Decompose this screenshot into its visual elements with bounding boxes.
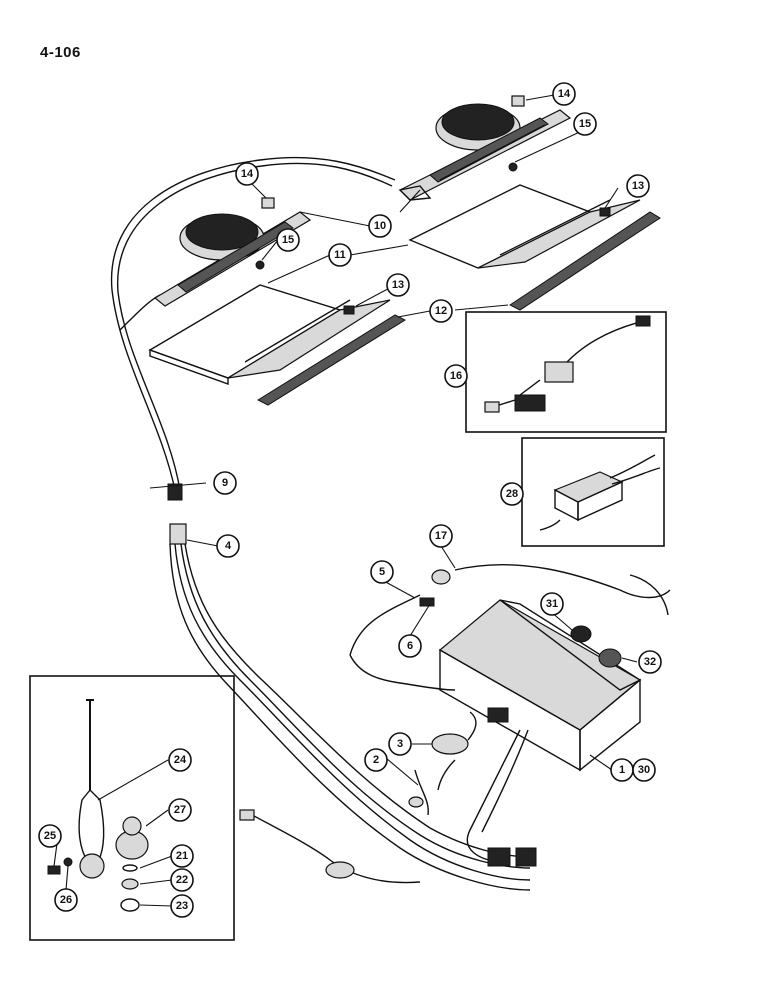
callout-label: 13 xyxy=(632,180,644,192)
callout-24: 24 xyxy=(168,748,192,772)
screw-15-right xyxy=(508,162,518,172)
speaker-right xyxy=(398,103,572,201)
callout-13-right: 13 xyxy=(626,174,650,198)
antenna-bracket-6 xyxy=(431,569,451,585)
callout-label: 14 xyxy=(241,168,254,180)
callout-25: 25 xyxy=(38,824,62,848)
knob-32 xyxy=(598,648,622,668)
fuse-holder xyxy=(431,711,477,755)
screw-13-right xyxy=(599,207,611,217)
leader-lines xyxy=(53,93,638,907)
callout-label: 17 xyxy=(435,530,447,542)
callout-label: 28 xyxy=(506,488,518,500)
noise-suppressor-box xyxy=(465,311,667,433)
speaker-harness-cable xyxy=(110,156,396,501)
callout-label: 16 xyxy=(450,370,462,382)
callout-5: 5 xyxy=(370,560,394,584)
callout-label: 31 xyxy=(546,598,558,610)
callout-label: 15 xyxy=(282,234,294,246)
callout-3: 3 xyxy=(388,732,412,756)
callout-14-right: 14 xyxy=(552,82,576,106)
callout-label: 32 xyxy=(644,656,656,668)
callout-32: 32 xyxy=(638,650,662,674)
callout-label: 14 xyxy=(558,88,571,100)
power-filter-box xyxy=(521,437,665,547)
screw-13-left xyxy=(343,305,355,315)
callout-label: 21 xyxy=(176,850,188,862)
callout-label: 26 xyxy=(60,894,72,906)
callout-label: 25 xyxy=(44,830,56,842)
callout-17: 17 xyxy=(429,524,453,548)
callout-28: 28 xyxy=(500,482,524,506)
mounting-plate-right xyxy=(408,184,641,269)
callout-22: 22 xyxy=(170,868,194,892)
callout-label: 5 xyxy=(379,566,385,578)
callout-4: 4 xyxy=(216,534,240,558)
callout-label: 1 xyxy=(619,764,625,776)
callout-2: 2 xyxy=(364,748,388,772)
callout-31: 31 xyxy=(540,592,564,616)
callout-26: 26 xyxy=(54,888,78,912)
radio-wire-harness xyxy=(169,523,531,891)
speaker-left xyxy=(153,211,312,307)
callout-11: 11 xyxy=(328,243,352,267)
callout-15-left: 15 xyxy=(276,228,300,252)
callout-label: 12 xyxy=(435,305,447,317)
callout-label: 6 xyxy=(407,640,413,652)
nut-14-right xyxy=(511,95,525,107)
callout-label: 23 xyxy=(176,900,188,912)
antenna-cable xyxy=(239,809,421,884)
callout-label: 10 xyxy=(374,220,386,232)
callout-label: 22 xyxy=(176,874,188,886)
callout-23: 23 xyxy=(170,894,194,918)
radio-unit xyxy=(438,599,642,867)
callout-label: 15 xyxy=(579,118,591,130)
callout-12: 12 xyxy=(429,299,453,323)
callout-9: 9 xyxy=(213,471,237,495)
callout-label: 4 xyxy=(225,540,232,552)
callout-6: 6 xyxy=(398,634,422,658)
screw-15-left xyxy=(255,260,265,270)
callout-label: 30 xyxy=(638,764,650,776)
harness-connector-4 xyxy=(169,523,187,545)
ground-strap xyxy=(408,759,456,816)
knob-31 xyxy=(570,625,592,643)
radio-plug xyxy=(487,847,511,867)
antenna-kit-box xyxy=(29,675,235,941)
callout-label: 13 xyxy=(392,279,404,291)
callout-1: 1 xyxy=(610,758,634,782)
page-number: 4-106 xyxy=(40,44,81,61)
antenna-lead xyxy=(349,564,671,691)
callout-label: 2 xyxy=(373,754,379,766)
callout-label: 27 xyxy=(174,804,186,816)
mounting-plate-left xyxy=(148,284,391,385)
nut-14-left xyxy=(261,197,275,209)
callout-15-right: 15 xyxy=(573,112,597,136)
harness-connector-9 xyxy=(167,483,183,501)
callout-label: 3 xyxy=(397,738,403,750)
callout-13-left: 13 xyxy=(386,273,410,297)
callout-label: 11 xyxy=(334,249,346,261)
callout-14-left: 14 xyxy=(235,162,259,186)
callout-16: 16 xyxy=(444,364,468,388)
callout-30: 30 xyxy=(632,758,656,782)
callout-label: 9 xyxy=(222,477,228,489)
callout-27: 27 xyxy=(168,798,192,822)
callout-21: 21 xyxy=(170,844,194,868)
callout-label: 24 xyxy=(174,754,187,766)
callout-10: 10 xyxy=(368,214,392,238)
grille-left xyxy=(256,314,407,406)
grille-right xyxy=(509,211,661,311)
